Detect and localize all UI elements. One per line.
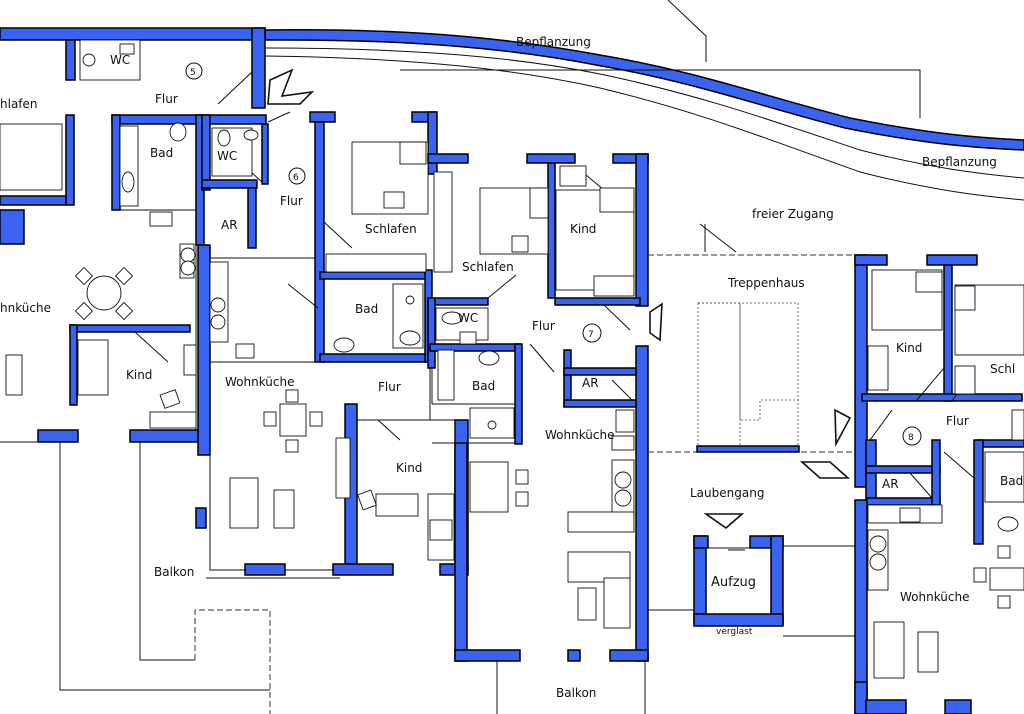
verglast-label: verglast <box>716 627 753 637</box>
u5-bad-label: Bad <box>150 146 173 160</box>
u7-wohnkueche-label: Wohnküche <box>545 428 615 442</box>
u6-flur-label: Flur <box>378 380 401 394</box>
u7-bad-label: Bad <box>472 379 495 393</box>
laubengang-label: Laubengang <box>690 486 764 500</box>
elevator: Aufzug verglast <box>693 535 784 637</box>
u6-wc-label: WC <box>217 149 237 163</box>
u5-wohnkueche-label: hnküche <box>0 301 51 315</box>
aufzug-label: Aufzug <box>711 575 756 590</box>
u7-unit-number: 7 <box>588 330 594 340</box>
u5-wc-label: WC <box>110 53 130 67</box>
u8-wohnkueche-label: Wohnküche <box>900 590 970 604</box>
u8-schl-label: Schl <box>990 362 1015 376</box>
u5-schlafen-label: hlafen <box>0 97 38 111</box>
u7-unit-number-circle <box>582 323 602 343</box>
u7-schlafen-label: Schlafen <box>462 260 514 274</box>
treppenhaus-label: Treppenhaus <box>727 276 805 290</box>
u7-ar-label: AR <box>582 376 599 390</box>
u7-wc-label: WC <box>458 311 478 325</box>
bepflanzung-label-top: Bepflanzung <box>516 35 591 49</box>
u6-unit-number: 6 <box>293 173 299 183</box>
u6-flur-top-label: Flur <box>280 194 303 208</box>
u7-flur-label: Flur <box>532 319 555 333</box>
u6-ar-label: AR <box>221 218 238 232</box>
unit-7: Schlafen Kind WC Flur 7 Bad AR Wohnküche… <box>427 153 649 714</box>
u6-wohnkueche-label: Wohnküche <box>225 375 295 389</box>
balkon-bottom-label: Balkon <box>556 686 596 700</box>
u6-bad-label: Bad <box>355 302 378 316</box>
planting-strip: Bepflanzung Bepflanzung freier Zugang <box>264 0 1024 221</box>
u8-kind-label: Kind <box>896 341 922 355</box>
u7-kind-label: Kind <box>570 222 596 236</box>
u8-bad-label: Bad <box>1000 474 1023 488</box>
unit-8: Kind Schl Flur 8 AR Bad Wohnküche <box>854 254 1024 714</box>
circulation-core: Treppenhaus Laubengang Aufzug verglast <box>267 68 858 637</box>
u5-kind-label: Kind <box>126 368 152 382</box>
unit-6: WC 6 Flur AR Schlafen Bad Wohnküche Flur… <box>197 111 469 576</box>
u8-unit-number: 8 <box>908 433 914 443</box>
unit-5: WC 5 Flur hlafen Bad hnküche Kind Balkon <box>0 27 340 714</box>
u5-unit-number-circle <box>185 62 203 80</box>
u6-unit-number-circle <box>288 167 306 185</box>
u8-flur-label: Flur <box>946 414 969 428</box>
u6-schlafen-label: Schlafen <box>365 222 417 236</box>
u8-unit-number-circle <box>902 426 922 446</box>
freier-zugang-label: freier Zugang <box>752 207 834 221</box>
u5-flur-label: Flur <box>155 92 178 106</box>
u8-ar-label: AR <box>882 477 899 491</box>
u6-kind-label: Kind <box>396 461 422 475</box>
bepflanzung-label-right: Bepflanzung <box>922 155 997 169</box>
balkon-left-label: Balkon <box>154 565 194 579</box>
u5-unit-number: 5 <box>190 68 196 78</box>
